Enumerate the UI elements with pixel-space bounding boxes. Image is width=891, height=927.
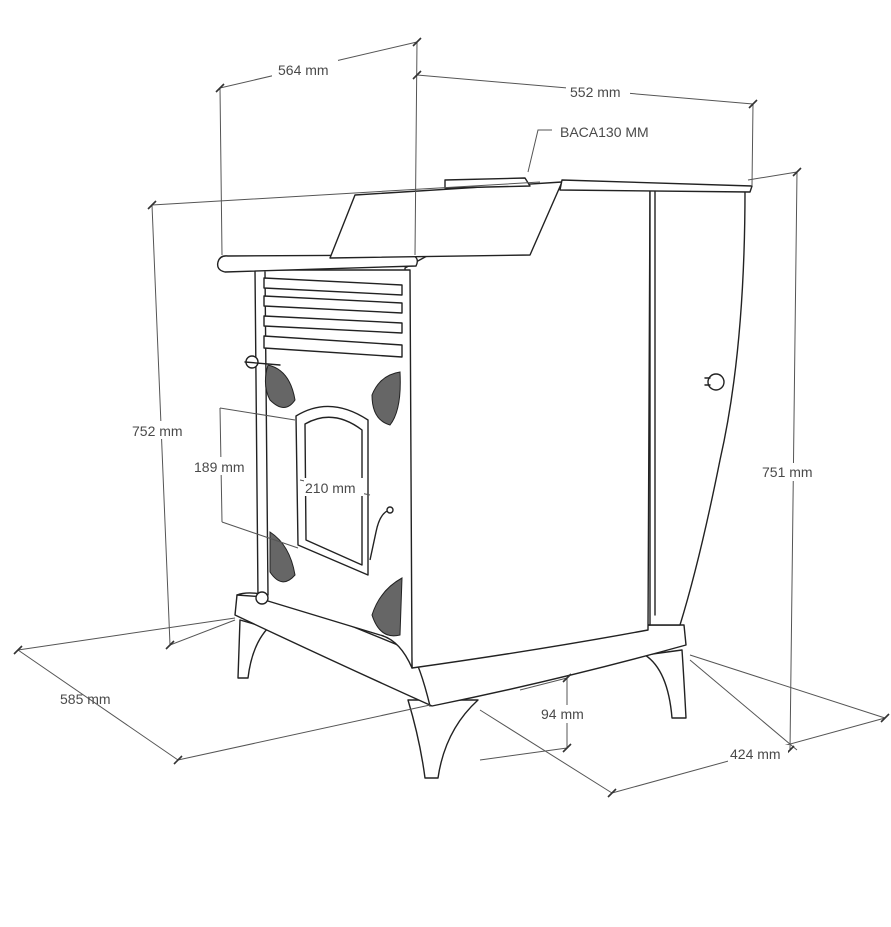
dimension-labels: 564 mm 552 mm BACA130 MM 752 mm 189 mm 2… (60, 60, 826, 763)
label-leg-height: 94 mm (541, 706, 584, 722)
label-door-width: 210 mm (305, 480, 356, 496)
label-flue: BACA130 MM (560, 124, 649, 140)
label-top-width: 564 mm (278, 62, 329, 78)
stove-legs (237, 619, 687, 779)
stove-top (216, 177, 753, 273)
side-knob-icon (707, 373, 725, 391)
label-door-height: 189 mm (194, 459, 245, 475)
label-base-width: 585 mm (60, 691, 111, 707)
label-top-depth: 552 mm (570, 84, 621, 100)
label-side-height: 751 mm (762, 464, 813, 480)
dimension-lines (13, 37, 890, 798)
stove-louvres (263, 277, 403, 358)
flue-collar (444, 177, 531, 189)
stove-side-panel (404, 185, 746, 669)
label-front-height: 752 mm (132, 423, 183, 439)
label-base-depth: 424 mm (730, 746, 781, 762)
